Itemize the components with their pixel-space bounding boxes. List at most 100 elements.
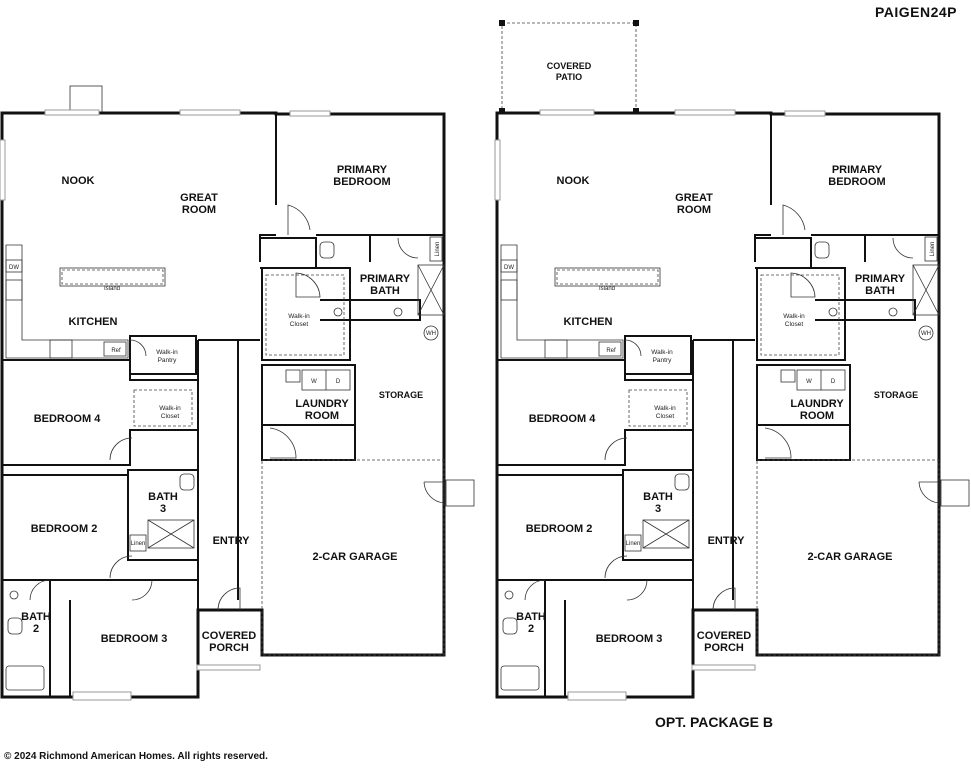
svg-text:ROOM: ROOM	[800, 410, 834, 422]
room-walkin-pantry: Walk-in	[156, 349, 178, 356]
svg-text:W: W	[311, 379, 317, 385]
water-heater	[918, 325, 934, 341]
wall	[2, 579, 198, 697]
window	[44, 109, 100, 116]
room-bedroom-4: BEDROOM 4	[529, 413, 597, 425]
toilet	[814, 241, 830, 259]
kitchen-counter	[500, 244, 624, 359]
walkin-closet-shelving	[133, 389, 193, 427]
kitchen-island	[554, 267, 661, 287]
copyright-notice: © 2024 Richmond American Homes. All righ…	[4, 751, 268, 762]
cooktop	[544, 339, 568, 359]
sink	[504, 590, 514, 600]
walkin-closet-shelving	[760, 274, 840, 356]
window	[567, 691, 627, 701]
svg-text:Linen: Linen	[930, 242, 936, 257]
room-laundry: LAUNDRY	[790, 398, 844, 410]
dishwasher	[500, 259, 518, 273]
svg-text:BATH: BATH	[865, 285, 895, 297]
svg-text:WH: WH	[921, 331, 931, 337]
room-walkin-closet: Walk-in	[288, 313, 310, 320]
bathtub	[500, 665, 540, 691]
bedroom-4-walls	[497, 359, 694, 466]
walkin-pantry	[624, 335, 692, 375]
svg-text:PORCH: PORCH	[209, 642, 249, 654]
room-walkin-pantry: Walk-in	[651, 349, 673, 356]
cooktop	[49, 339, 73, 359]
linen-closet	[129, 534, 147, 552]
room-bedroom-2: BEDROOM 2	[526, 523, 593, 535]
room-garage: 2-CAR GARAGE	[313, 551, 398, 563]
window	[539, 109, 595, 116]
svg-text:2: 2	[528, 623, 534, 635]
wall	[316, 234, 444, 262]
toilet	[502, 617, 518, 635]
svg-text:W: W	[806, 379, 812, 385]
sink	[500, 279, 518, 301]
room-bedroom-3: BEDROOM 3	[596, 633, 663, 645]
svg-text:Closet: Closet	[656, 413, 675, 420]
window	[784, 110, 826, 117]
room-walkin-closet: Walk-in	[783, 313, 805, 320]
plan-code: PAIGEN24P	[874, 4, 957, 20]
room-storage: STORAGE	[379, 390, 423, 400]
toilet	[179, 473, 195, 491]
svg-text:ROOM: ROOM	[182, 204, 216, 216]
refrigerator	[103, 341, 127, 357]
water-heater	[423, 325, 439, 341]
svg-text:Pantry: Pantry	[158, 357, 178, 364]
room-great-room: GREAT	[675, 192, 713, 204]
svg-text:PORCH: PORCH	[704, 642, 744, 654]
room-bath-2: BATH	[516, 611, 546, 623]
toilet	[319, 241, 335, 259]
linen-closet	[924, 236, 938, 262]
window	[674, 109, 736, 116]
window	[0, 139, 6, 201]
svg-text:WH: WH	[426, 331, 436, 337]
svg-text:Island: Island	[599, 286, 615, 292]
floor-plan-option-b: Linen WH W D Island DW Ref	[494, 20, 970, 701]
room-walkin-closet-b4: Walk-in	[654, 405, 676, 412]
svg-text:Ref: Ref	[606, 348, 616, 354]
room-entry: ENTRY	[708, 535, 746, 547]
linen-closet	[624, 534, 642, 552]
svg-text:2: 2	[33, 623, 39, 635]
svg-text:Closet: Closet	[161, 413, 180, 420]
svg-text:Ref: Ref	[111, 348, 121, 354]
svg-text:3: 3	[160, 503, 166, 515]
svg-text:Closet: Closet	[785, 321, 804, 328]
kitchen-island	[59, 267, 166, 287]
dishwasher	[5, 259, 23, 273]
roof-vent-bumpout	[69, 85, 103, 113]
bathtub	[642, 519, 690, 549]
shower	[912, 264, 940, 316]
toilet	[7, 617, 23, 635]
svg-text:DW: DW	[504, 265, 514, 271]
svg-text:BATH: BATH	[370, 285, 400, 297]
svg-text:PATIO: PATIO	[556, 72, 582, 82]
wall	[754, 114, 812, 268]
garage-floor	[261, 459, 445, 656]
room-laundry: LAUNDRY	[295, 398, 349, 410]
room-storage: STORAGE	[874, 390, 918, 400]
wall	[811, 234, 939, 262]
svg-text:Pantry: Pantry	[653, 357, 673, 364]
laundry-sink	[285, 369, 301, 383]
walkin-closet-shelving	[265, 274, 345, 356]
room-garage: 2-CAR GARAGE	[808, 551, 893, 563]
linen-label: Linen	[435, 242, 441, 257]
room-primary-bedroom: PRIMARY	[337, 164, 388, 176]
wall	[815, 299, 916, 321]
window	[196, 664, 261, 671]
window	[289, 110, 331, 117]
exterior-walls	[0, 111, 446, 699]
sink	[5, 279, 23, 301]
island-label: Island	[104, 286, 120, 292]
exterior-walls	[495, 111, 941, 699]
room-bath-2: BATH	[21, 611, 51, 623]
bedroom-4-walls	[2, 359, 199, 466]
garage-floor	[756, 459, 940, 656]
room-primary-bath: PRIMARY	[360, 273, 411, 285]
wall	[755, 267, 846, 361]
svg-text:ROOM: ROOM	[677, 204, 711, 216]
